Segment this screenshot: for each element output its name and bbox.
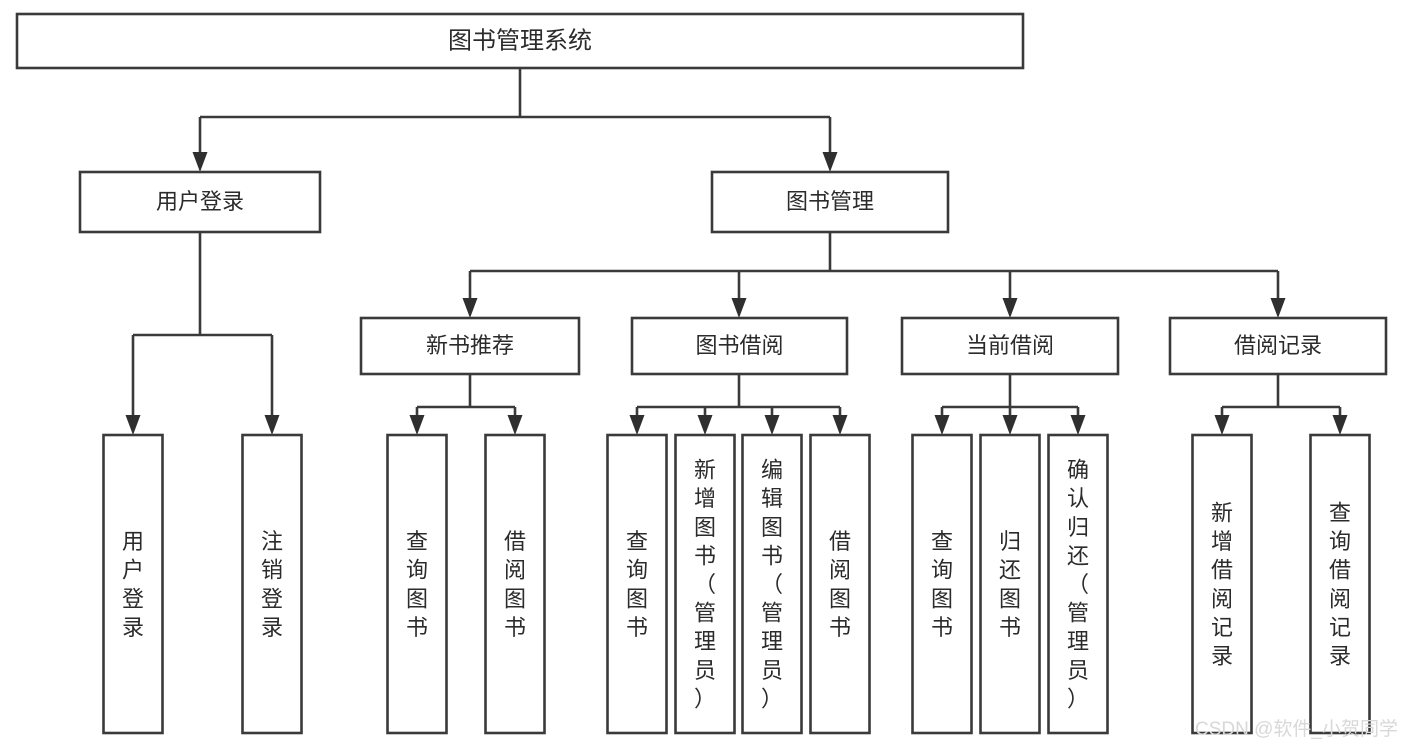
current_borrow-to-leaves-arrow-1 [1002,415,1018,435]
leaf-node-current-borrow-2[interactable]: 归还图书 [979,433,1041,735]
leaf-node-book-borrow-3-rect [741,433,803,735]
leaf-node-book-borrow-3-label: 编辑图书（管理员） [761,457,783,711]
level3-node-2[interactable]: 图书借阅 [630,316,849,376]
connector-layer [125,68,1348,435]
level2-node-user-login[interactable]: 用户登录 [78,170,322,234]
level3-node-3[interactable]: 当前借阅 [900,316,1120,376]
new_book_recommend-to-leaves-arrow-1 [507,415,523,435]
borrow_record-to-leaves-arrow-0 [1214,415,1230,435]
borrow_record-to-leaves-arrow-1 [1332,415,1348,435]
leaf-node-current-borrow-3[interactable]: 确认归还（管理员） [1047,433,1109,735]
leaf-node-user-login-1[interactable]: 用户登录 [102,433,164,735]
root-to-level2-arrow-0 [192,152,208,172]
root-node-book-management-system-rect [15,12,1025,70]
level2-node-user-login-label: 用户登录 [156,189,244,214]
new_book_recommend-to-leaves-arrow-0 [409,415,425,435]
level3-node-1-rect [359,316,581,376]
level3-node-1-label: 新书推荐 [426,333,514,358]
leaf-node-new-book-recommend-1[interactable]: 查询图书 [386,433,448,735]
level2-node-book-management-rect [710,170,950,234]
node-layer: 图书管理系统用户登录图书管理新书推荐图书借阅当前借阅借阅记录用户登录注销登录查询… [15,12,1388,735]
book_borrow-to-leaves-arrow-0 [629,415,645,435]
leaf-node-borrow-record-1-label: 新增借阅记录 [1211,500,1233,668]
leaf-node-user-login-1-rect [102,433,164,735]
leaf-node-current-borrow-1-label: 查询图书 [931,529,953,640]
level3-node-4[interactable]: 借阅记录 [1168,316,1388,376]
leaf-node-new-book-recommend-2-rect [484,433,546,735]
leaf-node-user-login-2-label: 注销登录 [261,529,283,640]
book_borrow-to-leaves-arrow-3 [832,415,848,435]
user-login-to-leaves-arrow-1 [264,415,280,435]
leaf-node-book-borrow-4-rect [809,433,871,735]
leaf-node-current-borrow-3-label: 确认归还（管理员） [1067,457,1089,711]
book-mgmt-to-level3-arrow-0 [462,298,478,318]
current_borrow-to-leaves-arrow-2 [1070,415,1086,435]
leaf-node-borrow-record-2-rect [1309,433,1371,735]
leaf-node-user-login-2-rect [241,433,303,735]
leaf-node-book-borrow-2-label: 新增图书（管理员） [694,457,716,711]
level3-node-2-label: 图书借阅 [695,333,783,358]
book-mgmt-to-level3-arrow-2 [1002,298,1018,318]
book-mgmt-to-level3-arrow-1 [731,298,747,318]
level3-node-3-rect [900,316,1120,376]
leaf-node-current-borrow-2-label: 归还图书 [999,529,1021,640]
leaf-node-borrow-record-1-rect [1191,433,1253,735]
level3-node-3-label: 当前借阅 [966,333,1054,358]
level2-node-book-management[interactable]: 图书管理 [710,170,950,234]
book_borrow-to-leaves-arrow-1 [697,415,713,435]
leaf-node-current-borrow-1[interactable]: 查询图书 [911,433,973,735]
book-mgmt-to-level3-arrow-3 [1270,298,1286,318]
leaf-node-user-login-2[interactable]: 注销登录 [241,433,303,735]
level3-node-4-label: 借阅记录 [1234,333,1322,358]
current_borrow-to-leaves-arrow-0 [934,415,950,435]
leaf-node-book-borrow-1-rect [606,433,668,735]
book_borrow-to-leaves-arrow-2 [764,415,780,435]
leaf-node-book-borrow-1-label: 查询图书 [626,529,648,640]
leaf-node-new-book-recommend-1-label: 查询图书 [406,529,428,640]
root-node-book-management-system[interactable]: 图书管理系统 [15,12,1025,70]
leaf-node-borrow-record-2-label: 查询借阅记录 [1329,500,1351,668]
leaf-node-user-login-1-label: 用户登录 [122,529,144,640]
level2-node-user-login-rect [78,170,322,234]
root-to-level2-arrow-1 [822,152,838,172]
leaf-node-book-borrow-2-rect [674,433,736,735]
leaf-node-current-borrow-2-rect [979,433,1041,735]
leaf-node-borrow-record-1[interactable]: 新增借阅记录 [1191,433,1253,735]
leaf-node-new-book-recommend-2[interactable]: 借阅图书 [484,433,546,735]
csdn-watermark: CSDN @软件_小贺同学 [1195,718,1398,740]
leaf-node-current-borrow-3-rect [1047,433,1109,735]
leaf-node-borrow-record-2[interactable]: 查询借阅记录 [1309,433,1371,735]
leaf-node-new-book-recommend-1-rect [386,433,448,735]
leaf-node-book-borrow-4[interactable]: 借阅图书 [809,433,871,735]
level3-node-2-rect [630,316,849,376]
level2-node-book-management-label: 图书管理 [786,189,874,214]
leaf-node-current-borrow-1-rect [911,433,973,735]
leaf-node-book-borrow-3[interactable]: 编辑图书（管理员） [741,433,803,735]
leaf-node-new-book-recommend-2-label: 借阅图书 [504,529,526,640]
root-node-label: 图书管理系统 [448,27,592,54]
level3-node-4-rect [1168,316,1388,376]
leaf-node-book-borrow-1[interactable]: 查询图书 [606,433,668,735]
user-login-to-leaves-arrow-0 [125,415,141,435]
level3-node-1[interactable]: 新书推荐 [359,316,581,376]
leaf-node-book-borrow-4-label: 借阅图书 [829,529,851,640]
leaf-node-book-borrow-2[interactable]: 新增图书（管理员） [674,433,736,735]
